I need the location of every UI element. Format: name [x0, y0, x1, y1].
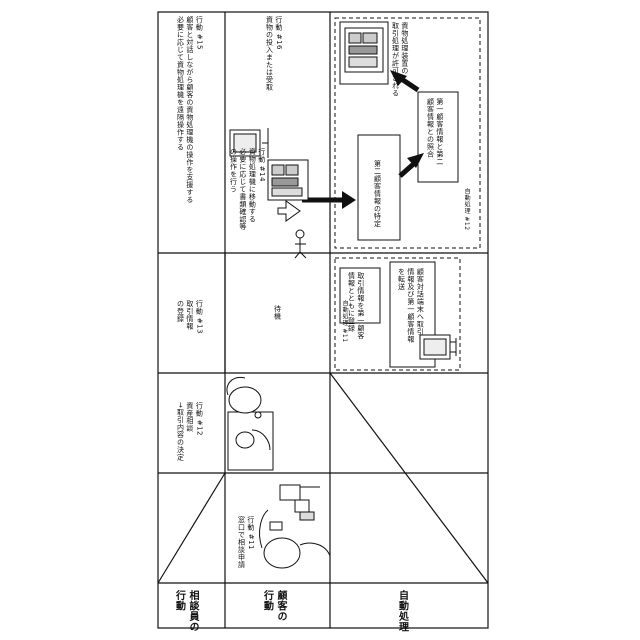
- arrow-up-step2: [400, 153, 424, 176]
- action-14: 行動 #14 資物処理機に移動する 必要に応じて書類確認等 の操作を行う: [228, 148, 266, 231]
- terminal-icon: [420, 335, 456, 359]
- arrow-down: [302, 191, 356, 209]
- auto12-label: 自動処理 #12: [462, 188, 470, 231]
- action-12: 行動 #12 資産相談 →取引内容の決定: [175, 402, 203, 461]
- row-label-customer: 顧客の 行動: [260, 590, 287, 622]
- wait-label: 待機: [272, 305, 281, 320]
- auto12-step3: 資物処理装置の 取引処理が許可される: [390, 22, 409, 97]
- machine-icon: [345, 28, 383, 72]
- consultation-illustration: [227, 377, 273, 470]
- action-11: 行動 #11 窓口で相談申請: [236, 516, 255, 569]
- action-15: 行動 #15 顧客と対話しながら顧客の資物処理機の操作を支援する 必要に応じて資…: [175, 16, 203, 204]
- auto12-step2: 第一顧客情報と第二 顧客情報との照合: [425, 98, 444, 166]
- auto11-step2: 顧客対話端末へ取引 情報及び第一顧客情報 を転送: [396, 268, 424, 343]
- auto12-step1: 第二顧客情報の特定: [372, 160, 381, 228]
- auto11-step1: 取引情報を第一顧客 情報とともに登録: [346, 272, 365, 340]
- row-label-auto: 自動処理: [395, 590, 409, 632]
- customer-counter-illustration: [260, 485, 330, 568]
- row-label-staff: 相談員の 行動: [172, 590, 199, 632]
- diagonal-staff: [158, 473, 225, 583]
- person-icon: [295, 230, 306, 258]
- diagonal-auto: [330, 373, 488, 583]
- action-16: 行動 #16 資物の投入または受取: [264, 16, 283, 91]
- hollow-arrow: [278, 201, 300, 221]
- action-13: 行動 #13 取引情報 の登録: [175, 300, 203, 334]
